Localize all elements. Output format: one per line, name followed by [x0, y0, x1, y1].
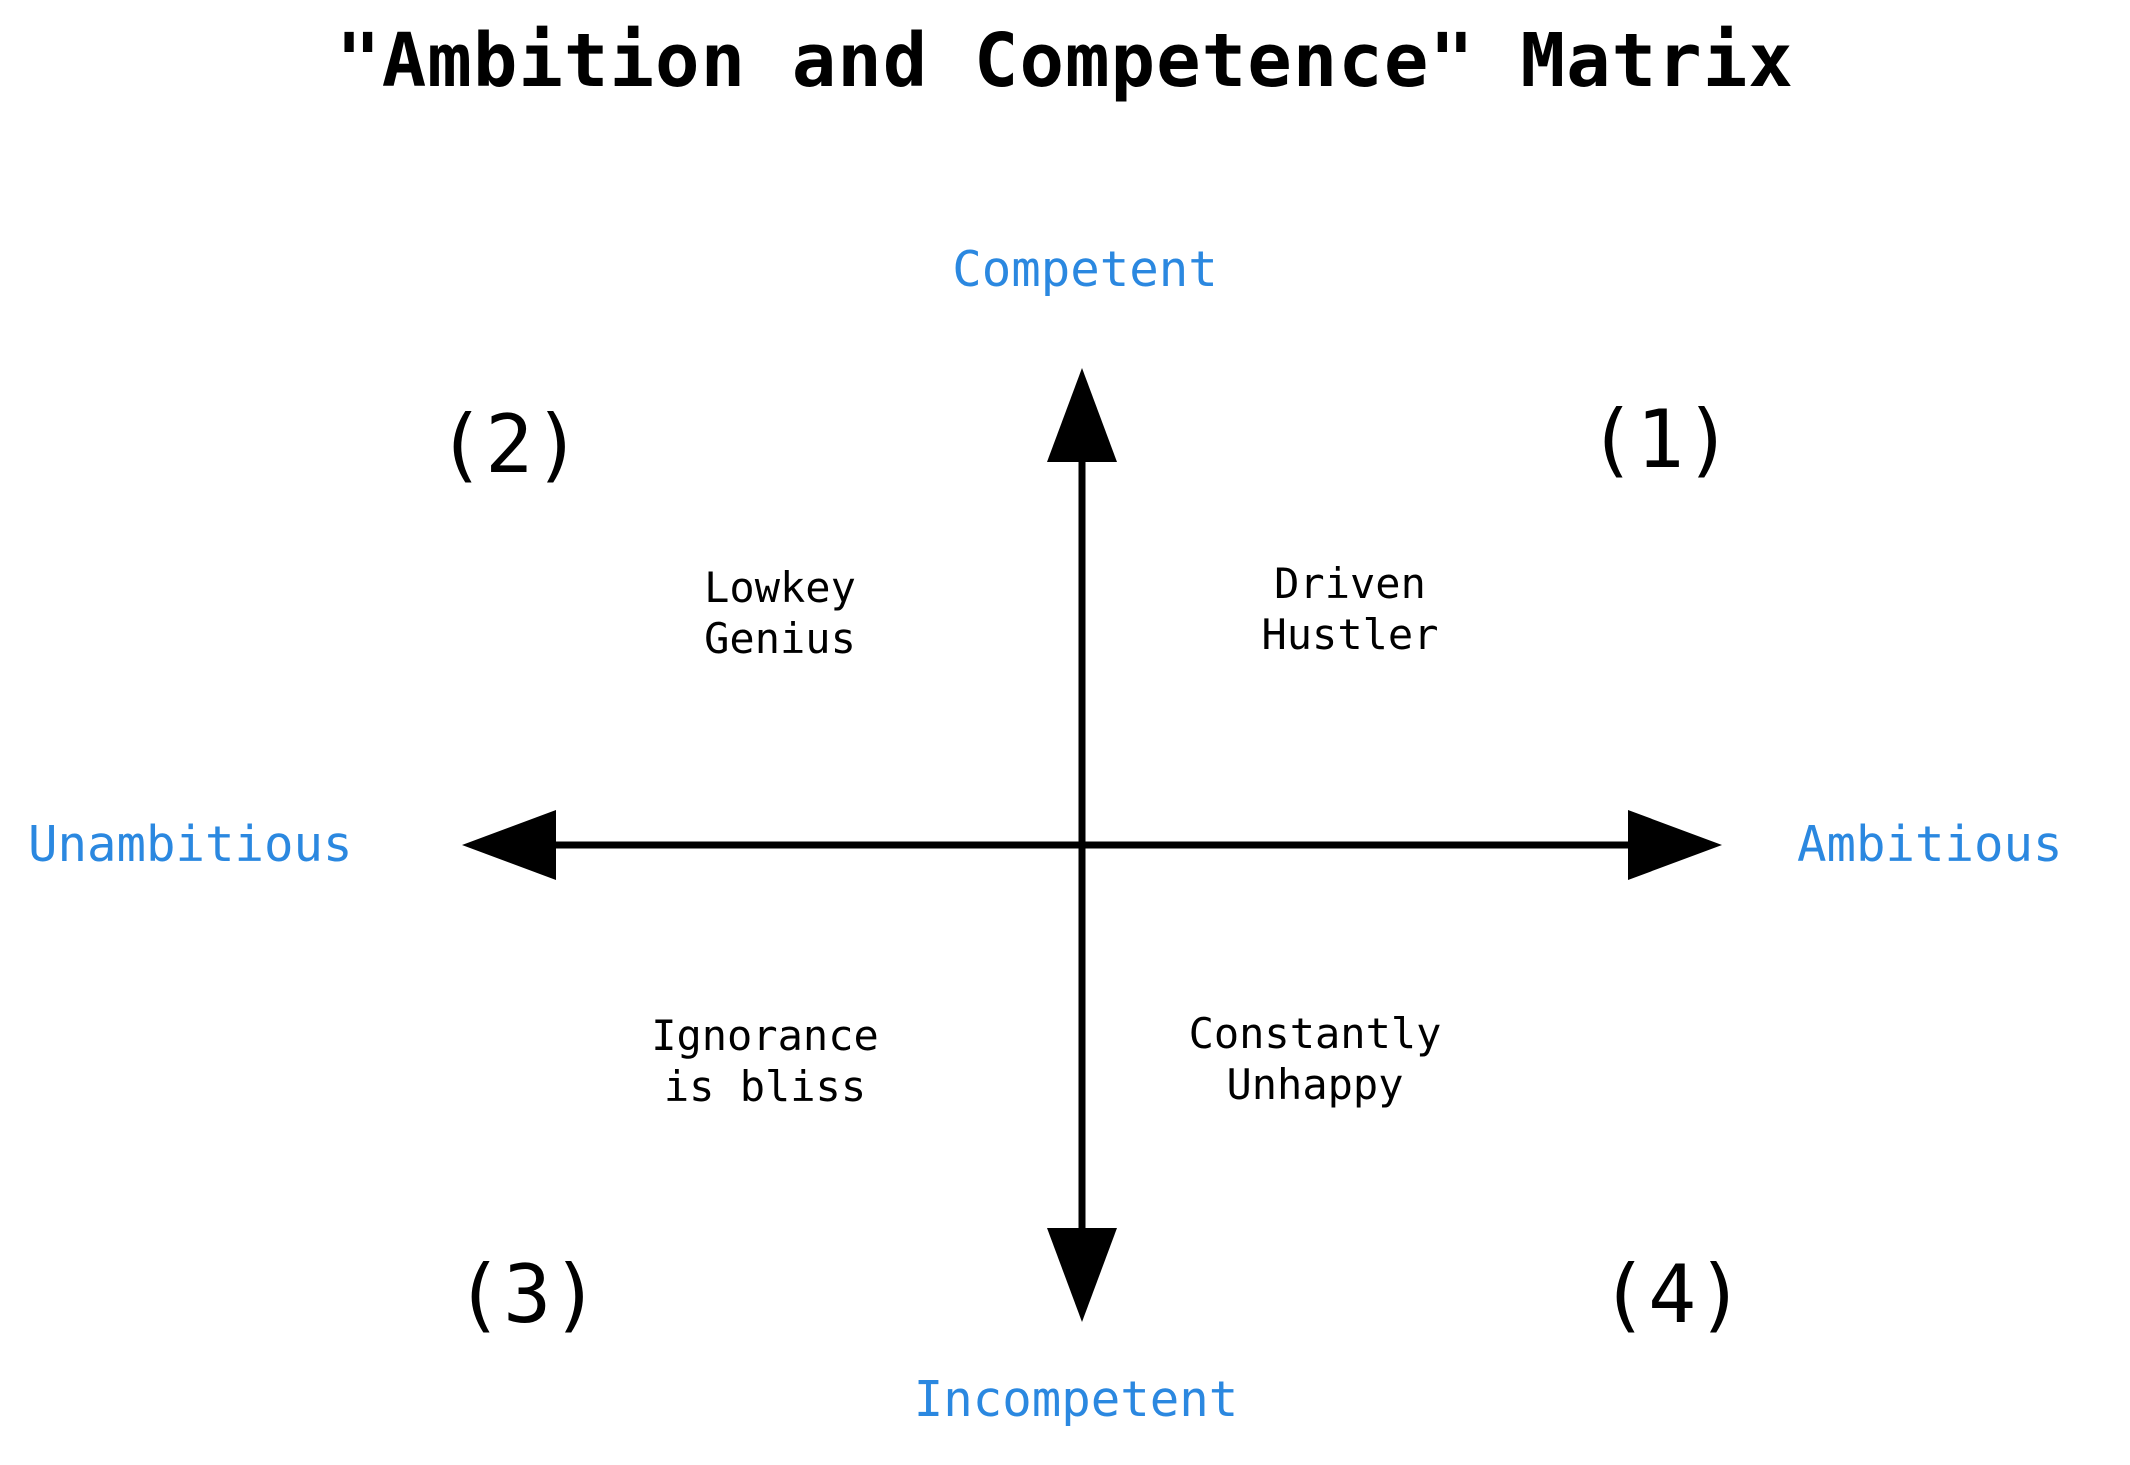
axis-arrow-up-icon	[1047, 368, 1117, 462]
axis-label-ambitious: Ambitious	[1797, 816, 2063, 873]
quadrant-label-ignorance-is-bliss: Ignorance is bliss	[651, 1011, 879, 1112]
axis-arrow-left-icon	[462, 810, 556, 880]
axis-arrow-down-icon	[1047, 1228, 1117, 1322]
quadrant-label-lowkey-genius: Lowkey Genius	[704, 563, 856, 664]
quadrant-number-2: (2)	[437, 398, 582, 491]
quadrant-label-driven-hustler: Driven Hustler	[1261, 559, 1439, 660]
axis-label-competent: Competent	[952, 241, 1218, 298]
axis-label-unambitious: Unambitious	[28, 816, 353, 873]
quadrant-number-3: (3)	[455, 1248, 600, 1341]
quadrant-label-constantly-unhappy: Constantly Unhappy	[1188, 1009, 1442, 1110]
quadrant-number-4: (4)	[1600, 1248, 1745, 1341]
axis-label-incompetent: Incompetent	[913, 1371, 1239, 1428]
axis-arrow-right-icon	[1628, 810, 1722, 880]
page-title: "Ambition and Competence" Matrix	[336, 18, 1794, 104]
quadrant-number-1: (1)	[1588, 393, 1733, 486]
